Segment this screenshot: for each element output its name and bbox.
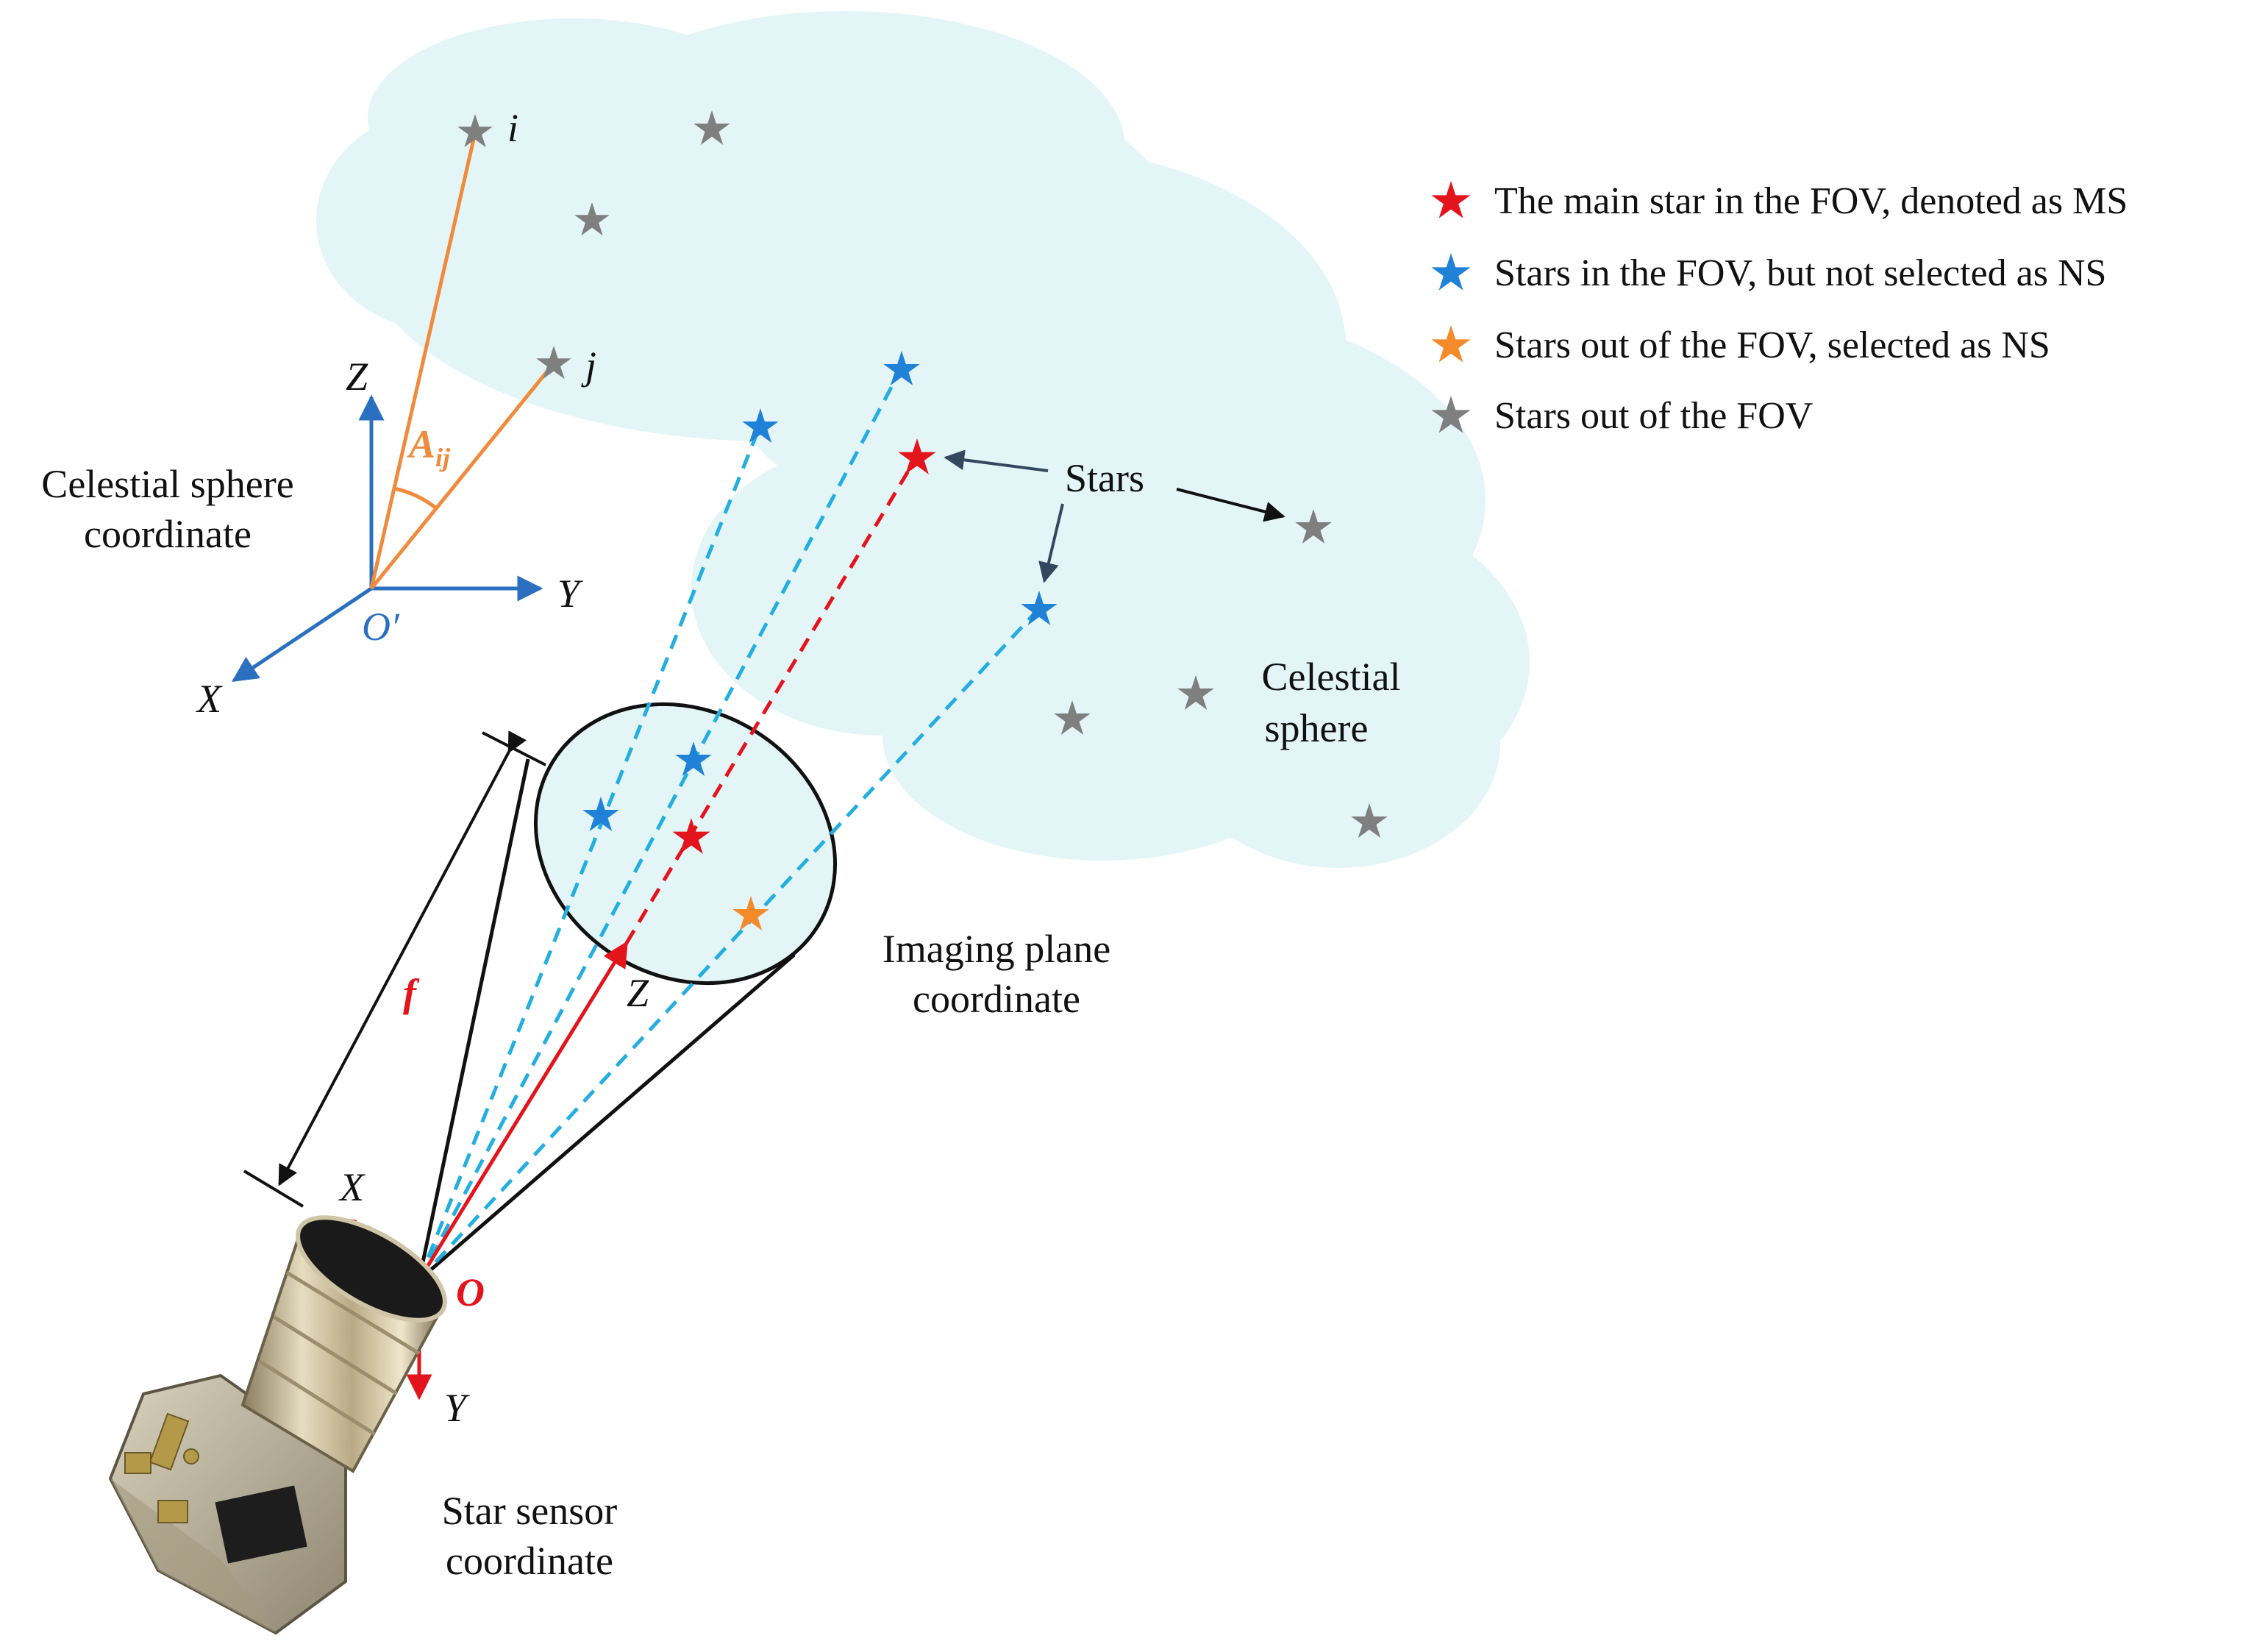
legend: The main star in the FOV, denoted as MS … — [1431, 180, 2128, 437]
imaging-plane-label: Imaging plane — [882, 927, 1110, 971]
stars-label: Stars — [1065, 456, 1144, 500]
celestial-sphere-label-line2: sphere — [1265, 706, 1369, 750]
legend-item-ns-stars: Stars out of the FOV, selected as NS — [1494, 324, 2050, 366]
celestial-sphere-cloud — [316, 11, 1530, 868]
legend-item-main-star: The main star in the FOV, denoted as MS — [1494, 180, 2128, 222]
orange-star-icon — [1431, 325, 1471, 363]
focal-length-dimension — [243, 730, 546, 1208]
celestial-sphere-label: Celestial — [1262, 655, 1401, 699]
celestial-axes — [232, 394, 543, 683]
sensor-frame-label-line2: coordinate — [446, 1539, 613, 1583]
celestial-frame-subtitle: coordinate — [84, 512, 252, 556]
legend-item-other-stars: Stars out of the FOV — [1494, 395, 1813, 437]
imaging-axis-z-label: Z — [627, 971, 649, 1015]
imaging-plane-label-line2: coordinate — [913, 977, 1080, 1021]
fov-cone — [417, 702, 838, 1281]
sensor-axis-z — [417, 941, 629, 1281]
sensor-axis-y-label: Y — [444, 1386, 470, 1430]
celestial-axis-z-label: Z — [346, 355, 368, 399]
celestial-axis-y-label: Y — [557, 572, 583, 616]
angle-arc — [393, 486, 437, 509]
celestial-vectors — [369, 135, 554, 590]
celestial-origin-label: O′ — [362, 605, 400, 649]
stars-callout — [944, 449, 1285, 583]
star-j-label: j — [581, 344, 596, 388]
focal-length-label: f — [403, 971, 420, 1015]
celestial-axis-x-label: X — [196, 677, 223, 721]
ray-red-main — [624, 456, 919, 944]
sensor-origin-label: O — [456, 1270, 485, 1314]
sensor-axis-x-label: X — [338, 1165, 365, 1209]
celestial-axis-x — [232, 586, 373, 683]
sensor-aperture — [296, 1215, 447, 1323]
star-i-label: i — [507, 106, 518, 150]
sensor-frame-label: Star sensor — [442, 1489, 617, 1533]
red-star-icon — [1431, 181, 1471, 218]
sensor-label-plate — [215, 1485, 307, 1564]
celestial-frame-title: Celestial sphere — [41, 462, 293, 506]
star-sensor-device — [108, 1215, 447, 1635]
vector-to-star-i — [369, 135, 477, 589]
vector-to-star-j — [370, 363, 554, 590]
legend-item-fov-stars: Stars in the FOV, but not selected as NS — [1494, 252, 2106, 294]
blue-star-icon — [1431, 253, 1471, 291]
angle-label: Aij — [407, 422, 451, 472]
